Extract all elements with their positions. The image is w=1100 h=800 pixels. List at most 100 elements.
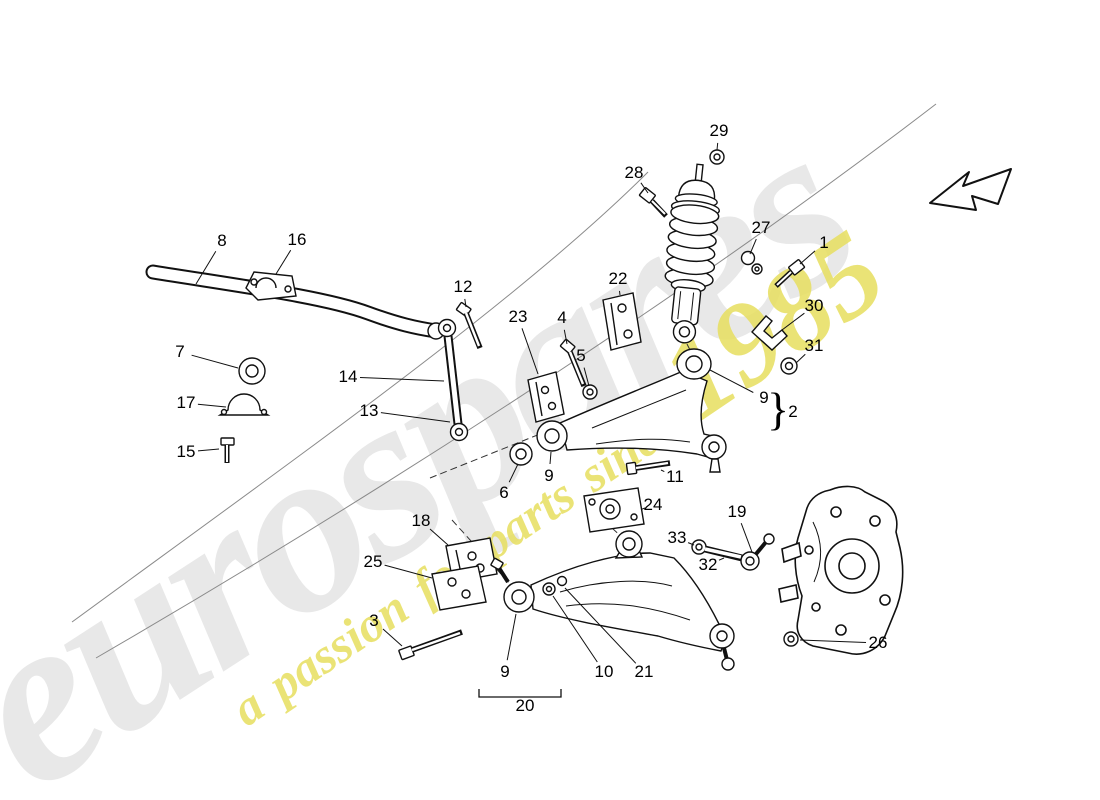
knuckle-nut-26	[783, 631, 799, 647]
leader-10	[552, 595, 598, 663]
leader-12	[464, 298, 467, 308]
wheel-knuckle	[778, 485, 904, 655]
callout-28[interactable]: 28	[624, 163, 644, 182]
callout-11[interactable]: 11	[666, 467, 684, 486]
leader-17	[197, 403, 227, 408]
leader-9a	[709, 369, 754, 393]
pivot-bolt-11	[625, 460, 671, 476]
clamp-bolt	[220, 437, 235, 463]
callout-21[interactable]: 21	[634, 662, 654, 681]
group-bracket-20	[478, 689, 562, 698]
callout-12[interactable]: 12	[453, 277, 473, 296]
fork-nut-31	[780, 357, 798, 375]
callout-18[interactable]: 18	[411, 511, 431, 530]
callout-2[interactable]: 2	[788, 402, 798, 421]
callout-20[interactable]: 20	[515, 696, 535, 715]
link-bolt	[455, 301, 483, 350]
washer-set	[542, 575, 568, 596]
stabilizer-clamp-bracket	[245, 271, 297, 301]
arm-bolt-4	[559, 338, 587, 388]
clamp-plate-24	[583, 487, 645, 533]
callout-8[interactable]: 8	[217, 231, 227, 250]
leader-1	[799, 250, 816, 265]
coilover-shock-absorber	[664, 163, 721, 344]
stabilizer-clamp	[217, 393, 271, 416]
leader-lines	[191, 142, 867, 664]
leader-18	[429, 528, 449, 546]
callout-16[interactable]: 16	[287, 230, 307, 249]
callout-29[interactable]: 29	[709, 121, 729, 140]
callout-13[interactable]: 13	[359, 401, 379, 420]
leader-13	[380, 412, 451, 423]
callout-32[interactable]: 32	[698, 555, 718, 574]
washer-nut-27	[740, 250, 763, 275]
callout-25[interactable]: 25	[363, 552, 383, 571]
leader-19	[740, 523, 753, 553]
callout-19[interactable]: 19	[727, 502, 747, 521]
leader-22	[619, 290, 621, 296]
callout-6[interactable]: 6	[499, 483, 509, 502]
stabilizer-link	[437, 318, 469, 442]
leader-5	[583, 367, 590, 387]
leader-25	[384, 564, 433, 579]
callout-7[interactable]: 7	[175, 342, 185, 361]
lower-control-arm	[503, 530, 735, 671]
leader-26	[799, 639, 867, 643]
callout-9b[interactable]: 9	[544, 466, 554, 485]
leader-14	[359, 377, 445, 382]
callout-14[interactable]: 14	[338, 367, 358, 386]
callout-33[interactable]: 33	[667, 528, 687, 547]
guard-bracket-25	[431, 565, 487, 611]
callout-9c[interactable]: 9	[500, 662, 510, 681]
leader-9b	[549, 451, 552, 465]
shock-bolt-28	[638, 187, 668, 218]
leader-11	[660, 469, 665, 473]
leader-3	[382, 628, 403, 647]
leader-32	[718, 557, 725, 561]
leader-33	[687, 542, 695, 546]
leader-23	[521, 328, 539, 375]
mount-bracket-22	[602, 292, 642, 351]
callout-17[interactable]: 17	[176, 393, 196, 412]
callout-10[interactable]: 10	[594, 662, 614, 681]
bolt-3	[398, 629, 463, 661]
callout-27[interactable]: 27	[751, 218, 771, 237]
leader-31	[795, 353, 806, 364]
leader-16	[275, 249, 292, 275]
arm-nut-5	[582, 384, 598, 400]
leader-29	[716, 142, 719, 151]
callout-5[interactable]: 5	[576, 346, 586, 365]
leader-9c	[506, 613, 517, 661]
callout-26[interactable]: 26	[868, 633, 888, 652]
direction-arrow-icon	[929, 168, 1012, 211]
leader-27	[749, 238, 757, 255]
toe-link	[691, 533, 775, 571]
callout-3[interactable]: 3	[369, 611, 379, 630]
bracket-bolt-small	[490, 557, 510, 584]
leader-7	[191, 354, 239, 369]
stabilizer-bushing	[238, 357, 266, 385]
leader-28	[640, 182, 649, 194]
callout-23[interactable]: 23	[508, 307, 528, 326]
shock-top-nut-29	[709, 149, 725, 165]
callout-30[interactable]: 30	[804, 296, 824, 315]
callout-9a[interactable]: 9	[759, 388, 769, 407]
callout-22[interactable]: 22	[608, 269, 628, 288]
callout-24[interactable]: 24	[643, 495, 663, 514]
leader-15	[197, 448, 220, 452]
callout-1[interactable]: 1	[819, 233, 829, 252]
leader-24	[641, 507, 646, 510]
leader-8	[195, 251, 217, 285]
callout-15[interactable]: 15	[176, 442, 196, 461]
leader-30	[781, 312, 805, 331]
clevis-fork-30	[751, 315, 788, 351]
callout-31[interactable]: 31	[804, 336, 824, 355]
callout-4[interactable]: 4	[557, 308, 567, 327]
stabilizer-bar	[145, 264, 445, 340]
leader-21	[564, 587, 637, 664]
mount-bracket-23	[527, 371, 565, 423]
upper-control-arm	[536, 348, 727, 473]
